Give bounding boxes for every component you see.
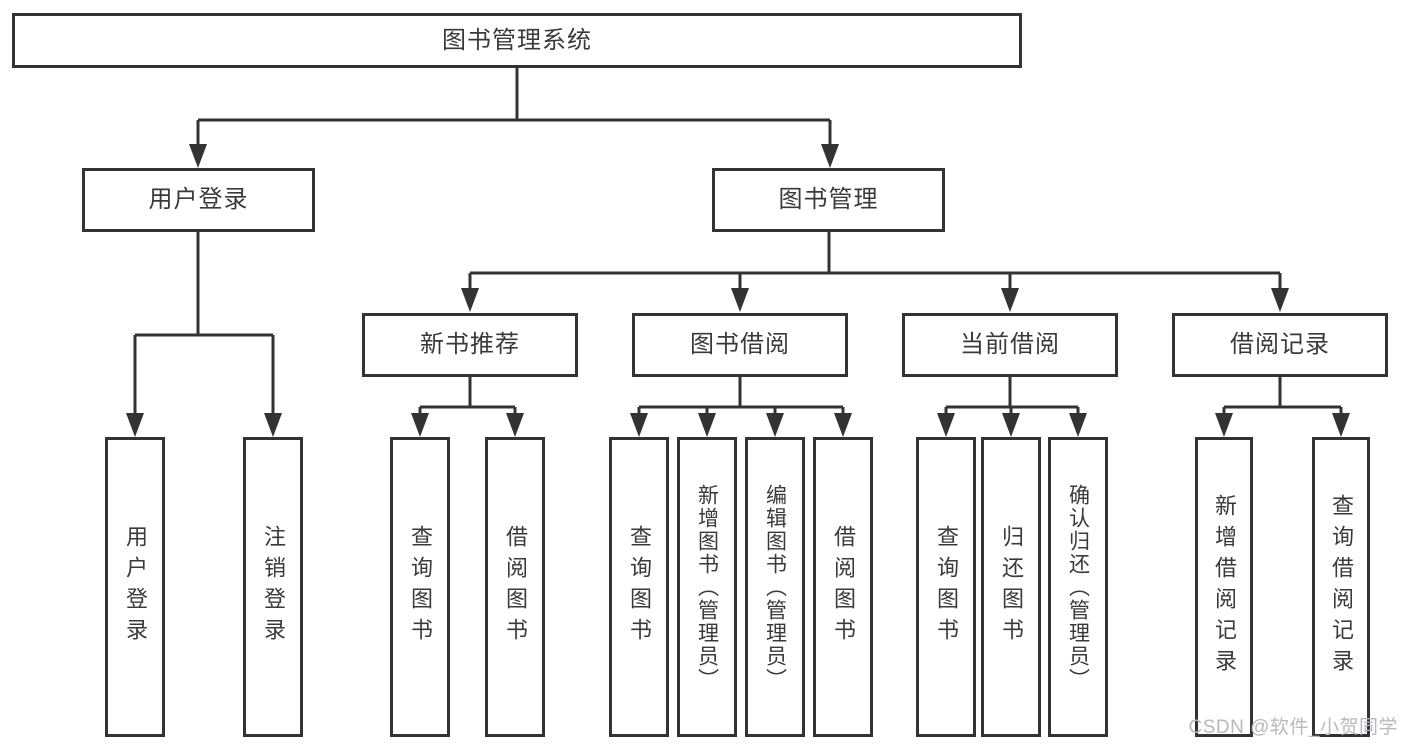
node-label: 用户登录 [148, 186, 249, 213]
node-new-book-recommend: 新书推荐 [362, 313, 578, 377]
node-book-management: 图书管理 [712, 168, 945, 232]
node-confirm-return-admin: 确认归还（管理员） [1048, 437, 1108, 737]
node-label: 查询图书 [934, 525, 959, 649]
node-label: 当前借阅 [960, 331, 1060, 358]
node-label: 归还图书 [999, 525, 1024, 649]
node-label: 图书管理系统 [442, 26, 592, 54]
node-label: 图书借阅 [690, 331, 790, 358]
node-label: 编辑图书（管理员） [763, 483, 787, 691]
node-borrow-record: 借阅记录 [1172, 313, 1388, 377]
node-book-borrow: 图书借阅 [632, 313, 848, 377]
node-user-login: 用户登录 [82, 168, 315, 232]
node-library-system: 图书管理系统 [12, 13, 1022, 68]
node-return-books: 归还图书 [981, 437, 1041, 737]
node-label: 新增图书（管理员） [695, 483, 719, 691]
node-add-borrow-record: 新增借阅记录 [1195, 437, 1253, 737]
node-label: 图书管理 [778, 186, 879, 213]
node-query-books: 查询图书 [390, 437, 450, 737]
node-borrow-books: 借阅图书 [485, 437, 545, 737]
node-label: 用户登录 [123, 525, 148, 649]
node-edit-books-admin: 编辑图书（管理员） [745, 437, 805, 737]
node-label: 查询借阅记录 [1329, 494, 1354, 680]
node-label: 借阅图书 [831, 525, 856, 649]
node-logout: 注销登录 [243, 437, 303, 737]
node-label: 借阅图书 [503, 525, 528, 649]
node-label: 确认归还（管理员） [1066, 483, 1090, 691]
node-label: 新书推荐 [420, 331, 520, 358]
watermark: CSDN @软件_小贺同学 [1188, 717, 1398, 738]
node-label: 借阅记录 [1230, 331, 1330, 358]
node-add-books-admin: 新增图书（管理员） [677, 437, 737, 737]
arrowheads [126, 144, 1350, 437]
node-current-borrow: 当前借阅 [902, 313, 1118, 377]
node-borrow-books: 借阅图书 [813, 437, 873, 737]
node-query-books: 查询图书 [916, 437, 976, 737]
node-label: 注销登录 [261, 525, 286, 649]
node-label: 新增借阅记录 [1212, 494, 1237, 680]
node-label: 查询图书 [408, 525, 433, 649]
node-query-borrow-record: 查询借阅记录 [1312, 437, 1370, 737]
node-label: 查询图书 [627, 525, 652, 649]
node-query-books: 查询图书 [609, 437, 669, 737]
node-user-login-leaf: 用户登录 [105, 437, 165, 737]
